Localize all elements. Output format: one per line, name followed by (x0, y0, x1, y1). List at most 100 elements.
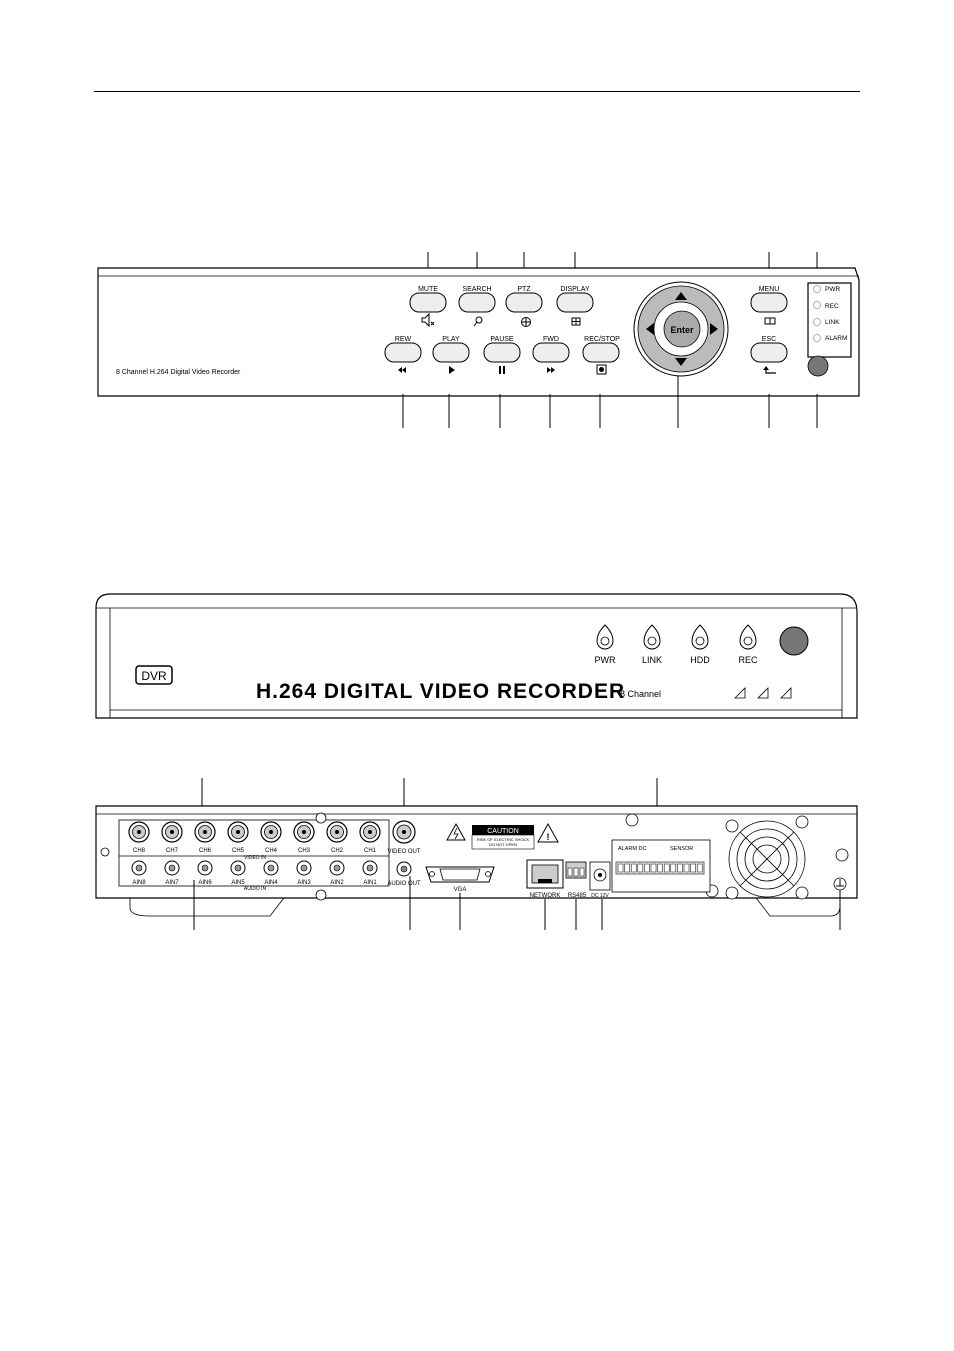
enter-label: Enter (670, 325, 694, 335)
left-arrow-icon[interactable] (646, 323, 654, 335)
video-in-label-8: CH1 (364, 848, 377, 854)
audio-in-label-5: AIN4 (264, 880, 278, 886)
hdd-led-label: HDD (690, 655, 710, 665)
audio-in-label: AUDIO IN (244, 886, 267, 892)
recstop-button[interactable] (582, 342, 620, 363)
video-in-label-2: CH7 (166, 848, 179, 854)
video-in-ch1[interactable] (359, 821, 381, 843)
menu-label: MENU (759, 286, 780, 293)
ir-receiver (807, 355, 829, 377)
audio-in-ain8[interactable] (131, 860, 147, 876)
ptz-icon (521, 317, 531, 327)
fwd-button[interactable] (532, 342, 570, 363)
display-button[interactable] (556, 292, 594, 313)
video-out-connector[interactable] (392, 820, 416, 844)
decor-triangles (734, 687, 792, 699)
search-button[interactable] (458, 292, 496, 313)
audio-in-label-2: AIN7 (165, 880, 179, 886)
terminal-pin (650, 863, 657, 873)
video-in-label: VIDEO IN (244, 855, 266, 861)
audio-out-label: AUDIO OUT (387, 881, 421, 887)
video-in-ch7[interactable] (161, 821, 183, 843)
esc-button[interactable] (750, 342, 788, 363)
audio-in-label-3: AIN6 (198, 880, 212, 886)
terminal-pin (670, 863, 677, 873)
return-icon (763, 366, 776, 374)
dvr-badge (135, 665, 173, 685)
audio-in-ain6[interactable] (197, 860, 213, 876)
mute-icon (421, 312, 435, 328)
pause-button[interactable] (483, 342, 521, 363)
front-panel-simple: DVR H.264 DIGITAL VIDEO RECORDER 8 Chann… (95, 593, 858, 719)
display-icon (571, 317, 581, 326)
audio-in-ain5[interactable] (230, 860, 246, 876)
device-title: H.264 DIGITAL VIDEO RECORDER (256, 680, 625, 703)
video-in-label-7: CH2 (331, 848, 344, 854)
terminal-pin (644, 863, 650, 873)
audio-in-connectors (131, 860, 378, 876)
terminal-pin (690, 863, 696, 873)
dc-power-port[interactable] (589, 861, 611, 891)
caution-line-2: DO NOT OPEN (489, 842, 517, 847)
alarm-led (813, 334, 821, 342)
audio-in-ain2[interactable] (329, 860, 345, 876)
terminal-pin (624, 863, 630, 873)
down-arrow-icon[interactable] (675, 358, 687, 366)
pause-icon (499, 366, 505, 374)
video-in-connectors (128, 821, 381, 843)
video-in-label-6: CH3 (298, 848, 311, 854)
mute-button[interactable] (409, 292, 447, 313)
vga-label: VGA (454, 887, 467, 893)
link-led (813, 318, 821, 326)
audio-in-label-7: AIN2 (330, 880, 344, 886)
link-led-label: LINK (642, 655, 662, 665)
rewind-icon (398, 367, 406, 373)
rew-button[interactable] (384, 342, 422, 363)
terminal-pin (657, 863, 663, 873)
vga-port[interactable] (425, 866, 495, 883)
alarm-sensor-terminal[interactable] (611, 839, 711, 893)
video-in-ch8[interactable] (128, 821, 150, 843)
terminal-pin (663, 863, 670, 873)
video-in-ch6[interactable] (194, 821, 216, 843)
video-in-ch4[interactable] (260, 821, 282, 843)
audio-in-label-1: AIN8 (132, 880, 146, 886)
pwr-led-label: PWR (825, 286, 840, 293)
nav-pad[interactable]: Enter (633, 281, 729, 377)
fwd-label: FWD (543, 336, 559, 343)
forward-icon (547, 367, 555, 373)
rec-led (813, 301, 821, 309)
caution-label: CAUTION RISK OF ELECTRIC SHOCK DO NOT OP… (446, 822, 559, 850)
video-in-ch5[interactable] (227, 821, 249, 843)
enter-button[interactable] (663, 310, 701, 348)
play-button[interactable] (432, 342, 470, 363)
ptz-button[interactable] (505, 292, 543, 313)
ptz-label: PTZ (517, 286, 531, 293)
audio-in-ain1[interactable] (362, 860, 378, 876)
rs485-port[interactable] (565, 861, 587, 879)
audio-out-connector[interactable] (396, 861, 412, 877)
audio-in-ain7[interactable] (164, 860, 180, 876)
network-port[interactable] (526, 859, 564, 889)
audio-in-label-4: AIN5 (231, 880, 245, 886)
front-panel-detailed: MUTE SEARCH PTZ DISPLAY MENU REW (97, 252, 860, 428)
audio-in-label-8: AIN1 (363, 880, 377, 886)
video-in-label-5: CH4 (265, 848, 278, 854)
sensor-label: SENSOR (670, 846, 693, 852)
video-in-label-3: CH6 (199, 848, 212, 854)
alarm-label: ALARM DC (618, 846, 646, 852)
record-icon (596, 364, 607, 375)
right-arrow-icon[interactable] (710, 323, 718, 335)
alarm-led-label: ALARM (825, 335, 847, 342)
search-icon (473, 316, 483, 327)
audio-in-ain3[interactable] (296, 860, 312, 876)
video-in-ch2[interactable] (326, 821, 348, 843)
mute-label: MUTE (418, 286, 438, 293)
video-in-ch3[interactable] (293, 821, 315, 843)
menu-button[interactable] (750, 292, 788, 313)
menu-book-icon (764, 317, 776, 325)
up-arrow-icon[interactable] (675, 292, 687, 300)
audio-in-ain4[interactable] (263, 860, 279, 876)
pause-label: PAUSE (490, 336, 514, 343)
terminal-pin (630, 863, 637, 873)
